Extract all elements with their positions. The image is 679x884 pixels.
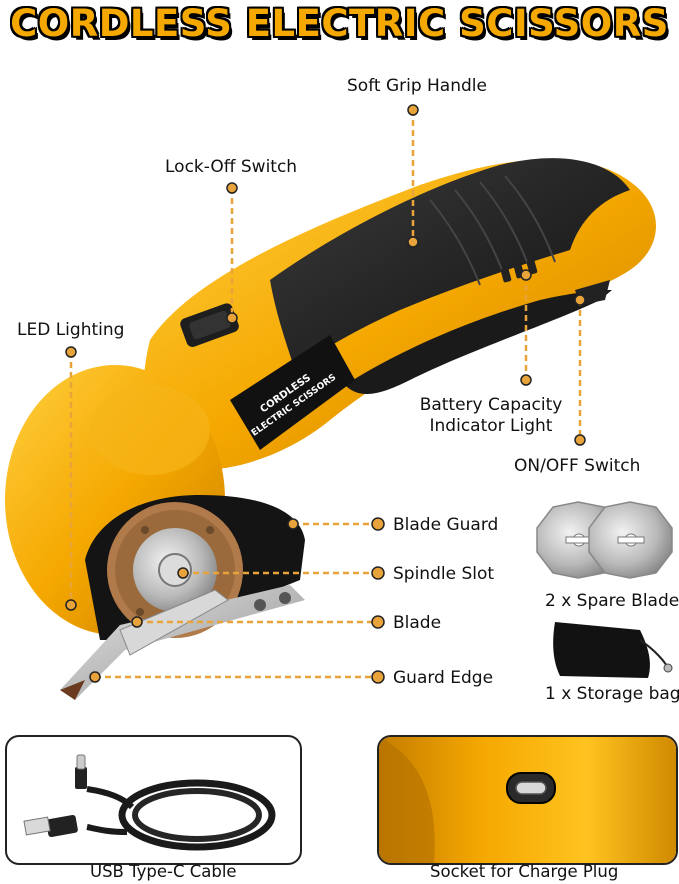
- callout-blade: Blade: [393, 613, 442, 633]
- grip-underside: [345, 290, 612, 395]
- charge-socket-image: [379, 737, 676, 863]
- accessory-spare-blade: 2 x Spare Blade: [545, 591, 679, 611]
- guard-edge-plate: [60, 585, 305, 700]
- socket-panel: [377, 735, 678, 865]
- callout-blade-guard: Blade Guard: [393, 515, 499, 535]
- callout-battery-line1: Battery Capacity: [419, 395, 563, 415]
- callout-guard-edge: Guard Edge: [393, 668, 494, 688]
- callout-battery-line2: Indicator Light: [429, 416, 553, 436]
- label-panel: [230, 335, 355, 450]
- callout-on-off-switch: ON/OFF Switch: [514, 456, 641, 476]
- callout-led-lighting: LED Lighting: [17, 320, 125, 340]
- storage-bag: [553, 622, 673, 678]
- callout-spindle-slot: Spindle Slot: [393, 564, 495, 584]
- usb-cable-image: [23, 754, 276, 851]
- spare-blades: [536, 501, 673, 579]
- cable-caption: USB Type-C Cable: [90, 862, 237, 881]
- cable-panel: [5, 735, 302, 865]
- callout-lock-off-switch: Lock-Off Switch: [165, 157, 298, 177]
- soft-grip: [270, 158, 630, 370]
- callout-soft-grip-handle: Soft Grip Handle: [347, 76, 487, 96]
- accessory-storage-bag: 1 x Storage bag: [545, 684, 679, 704]
- callout-lines: [69, 110, 582, 679]
- callout-dots: [65, 104, 586, 684]
- grip-ridges: [429, 175, 556, 286]
- socket-caption: Socket for Charge Plug: [430, 862, 619, 881]
- title: CORDLESS ELECTRIC SCISSORS: [10, 2, 669, 45]
